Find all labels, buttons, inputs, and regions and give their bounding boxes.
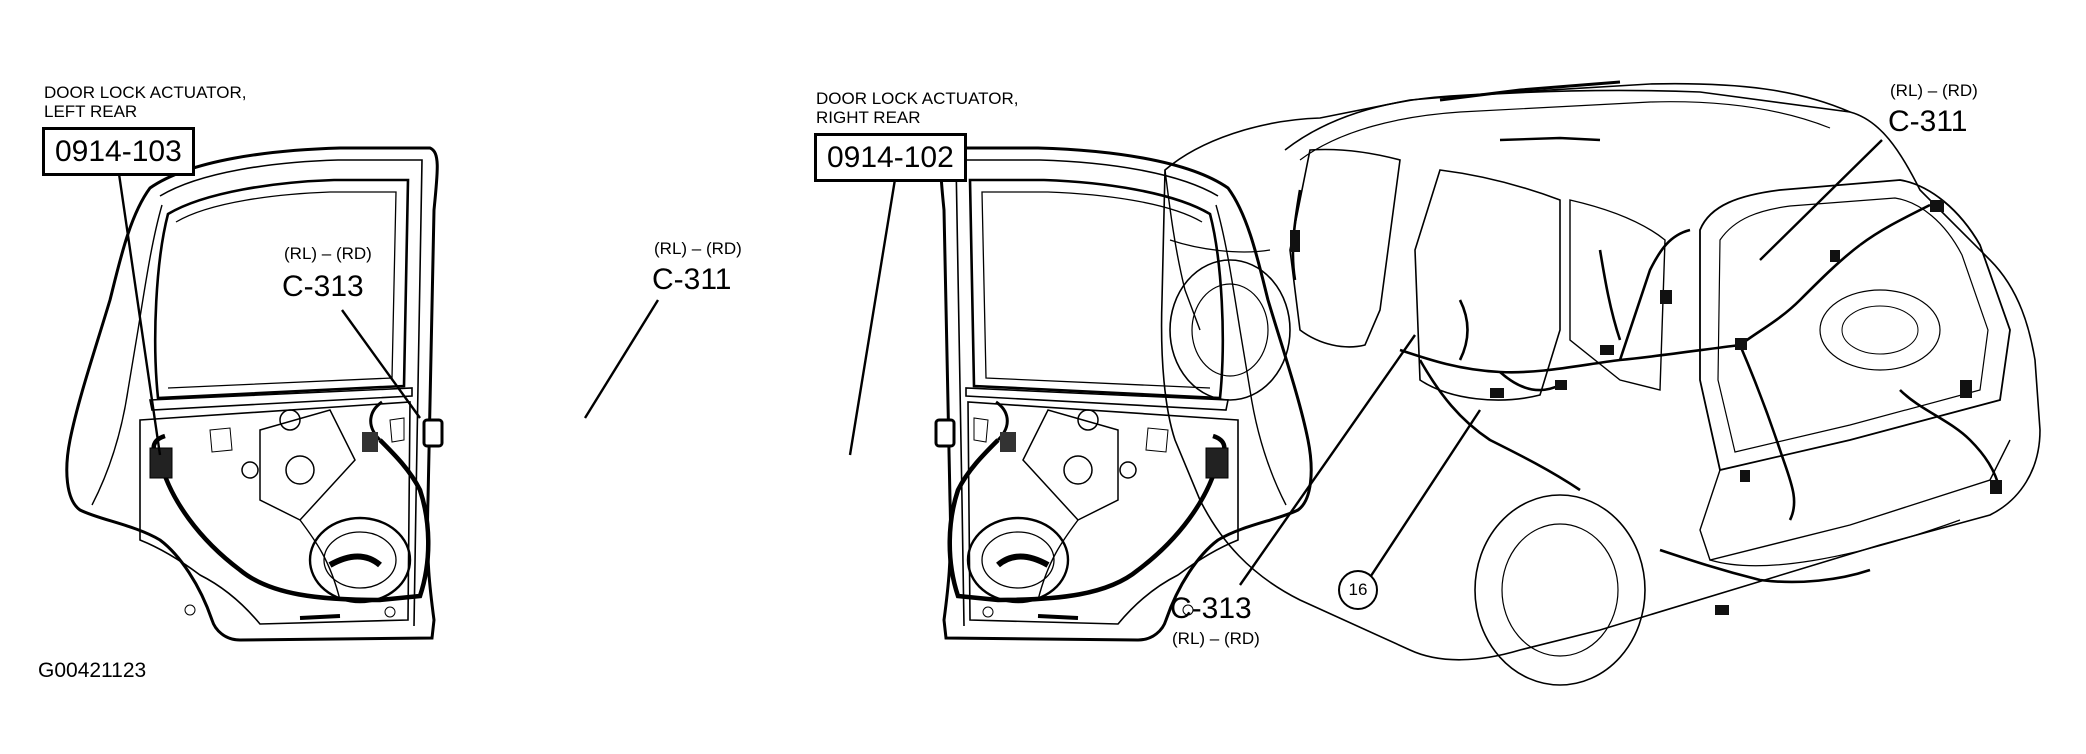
right-door-leaders bbox=[583, 166, 899, 456]
vehicle-top-connector-code: (RL) – (RD) bbox=[1890, 81, 1978, 100]
right-actuator-title-line2: RIGHT REAR bbox=[816, 108, 921, 127]
right-connector-id: C-311 bbox=[652, 263, 732, 296]
left-door-leaders bbox=[116, 166, 421, 456]
vehicle-harness bbox=[1291, 189, 2002, 584]
vehicle-top-connector-id: C-311 bbox=[1888, 105, 1968, 138]
callout-16: 16 bbox=[1338, 570, 1378, 610]
vehicle-bottom-connector-code: (RL) – (RD) bbox=[1172, 629, 1260, 648]
left-connector-code: (RL) – (RD) bbox=[284, 244, 372, 263]
left-actuator-part-number: 0914-103 bbox=[42, 127, 195, 176]
right-actuator-part-number: 0914-102 bbox=[814, 133, 967, 182]
vehicle-bottom-connector-id: C-313 bbox=[1170, 592, 1252, 625]
vehicle-leaders bbox=[1239, 139, 1883, 586]
right-connector-code: (RL) – (RD) bbox=[654, 239, 742, 258]
left-rear-door-drawing bbox=[67, 148, 442, 640]
left-actuator-title-line2: LEFT REAR bbox=[44, 102, 138, 121]
vehicle-harness-connectors bbox=[1290, 200, 2002, 615]
left-actuator-title-line1: DOOR LOCK ACTUATOR, bbox=[44, 83, 247, 102]
figure-id: G00421123 bbox=[38, 659, 147, 682]
left-connector-id: C-313 bbox=[282, 270, 364, 303]
right-actuator-title-line1: DOOR LOCK ACTUATOR, bbox=[816, 89, 1019, 108]
